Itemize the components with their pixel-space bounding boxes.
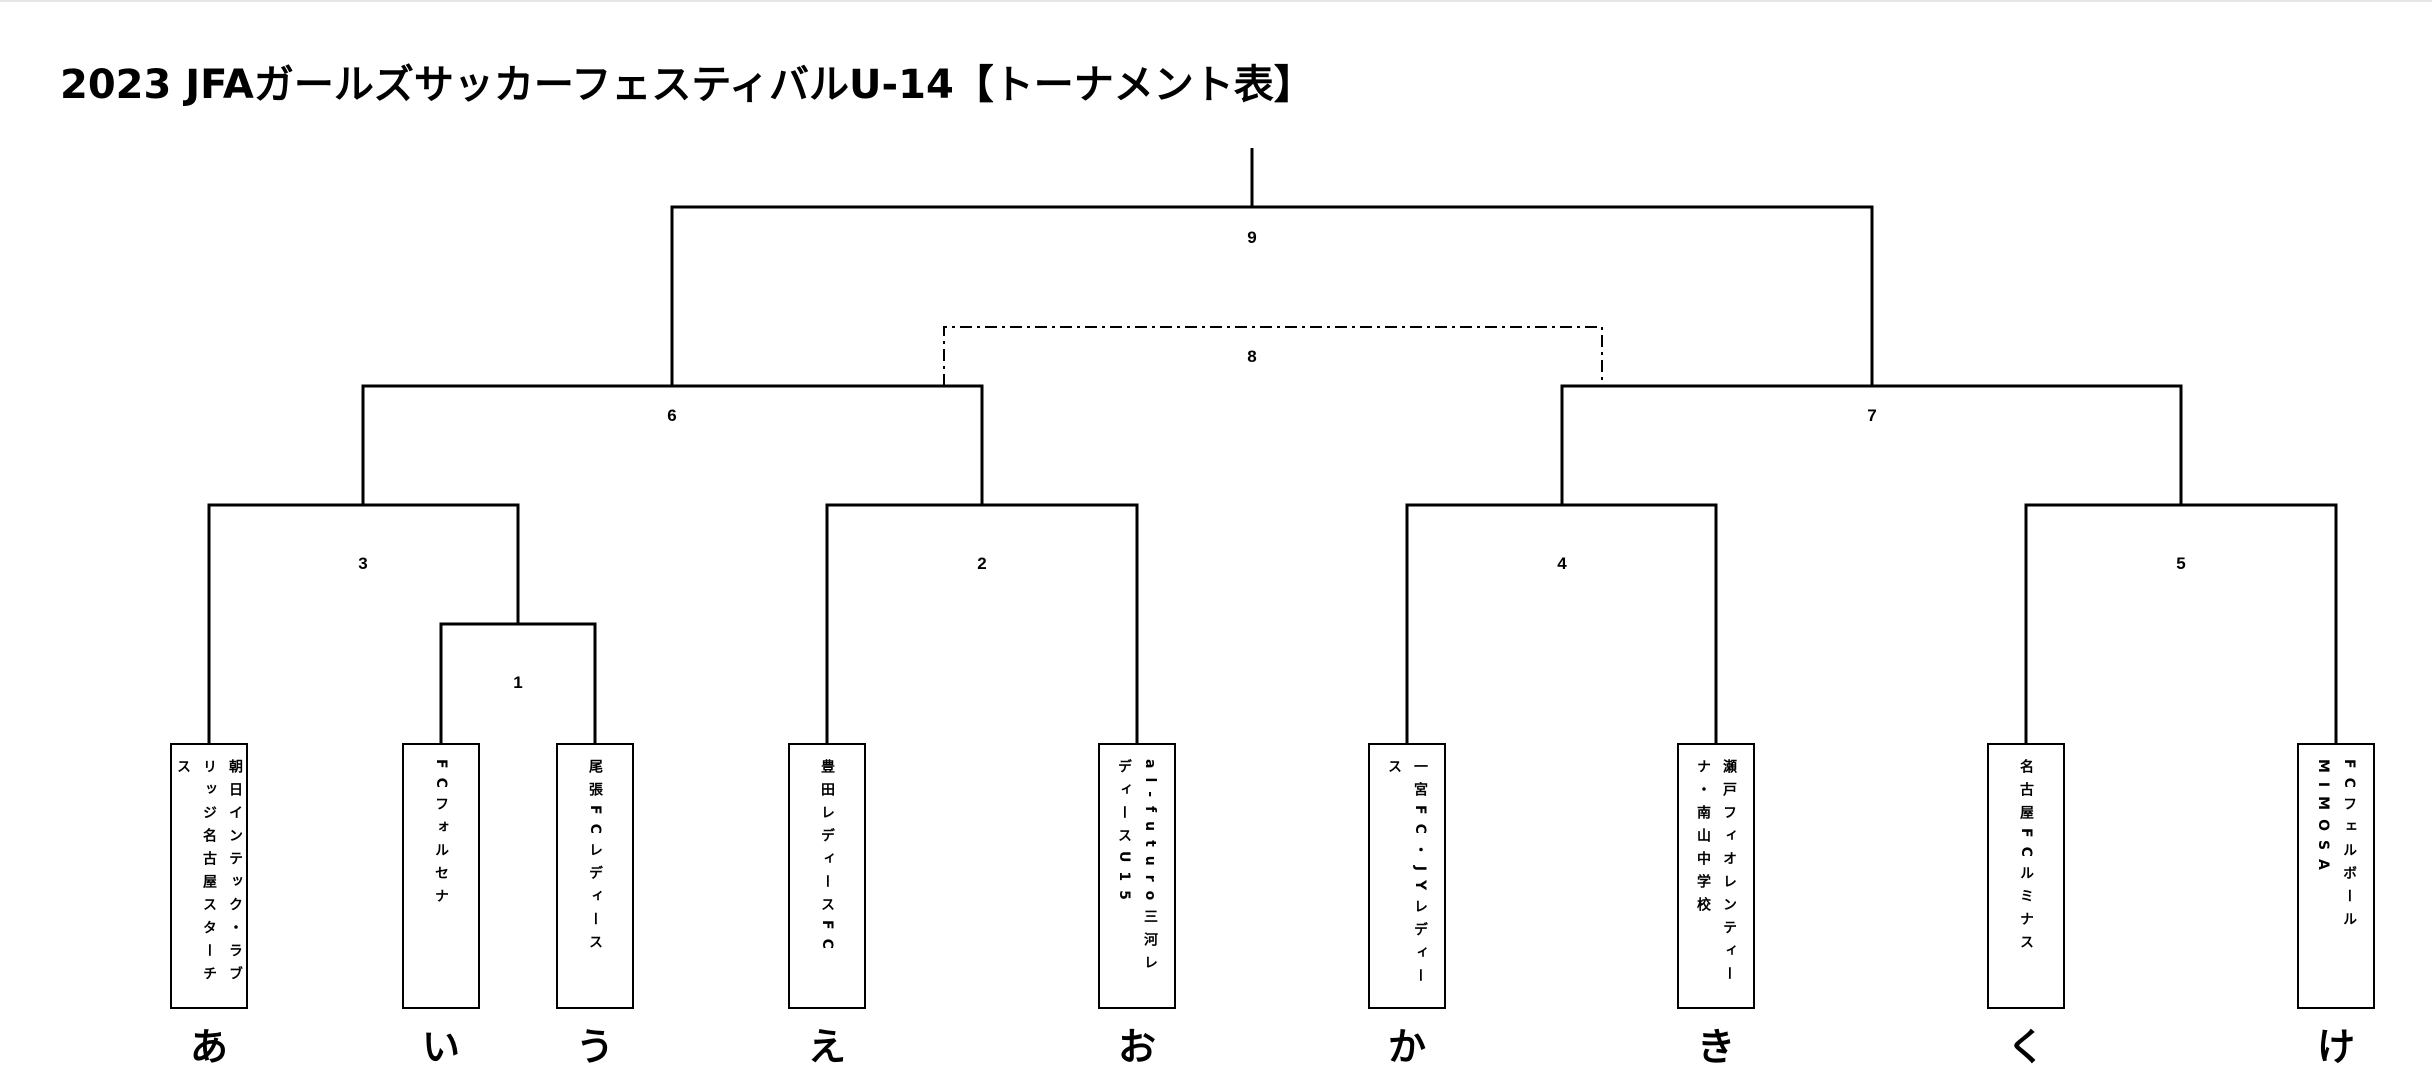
match-number-1: 1 — [513, 673, 523, 692]
team-name: al-futuro三河レディースU15 — [1116, 759, 1158, 979]
match-number-6: 6 — [667, 406, 677, 425]
slot-label-ku: く — [2006, 1025, 2046, 1069]
match-9-line — [670, 205, 1874, 386]
team-name: 朝日インテック・ラブリッジ名古屋スターチス — [175, 759, 243, 989]
match-4-line — [1405, 503, 1718, 743]
match-3-line — [207, 503, 520, 743]
match-8-line — [943, 326, 1603, 386]
team-box-ke: FCフェルボールMIMOSA — [2297, 743, 2375, 1009]
page-title: 2023 JFAガールズサッカーフェスティバルU-14【トーナメント表】 — [60, 62, 1314, 108]
match-number-7: 7 — [1867, 406, 1877, 425]
match-number-3: 3 — [358, 554, 368, 573]
match-1-line — [439, 622, 597, 743]
match-2-line — [825, 503, 1139, 743]
team-box-i: FCフォルセナ — [402, 743, 480, 1009]
match-6-line — [361, 384, 984, 505]
match-7-line — [1560, 384, 2183, 505]
team-box-ki: 瀬戸フィオレンティーナ・南山中学校 — [1677, 743, 1755, 1009]
match-number-5: 5 — [2176, 554, 2186, 573]
slot-label-u: う — [575, 1025, 615, 1069]
match-number-2: 2 — [977, 554, 987, 573]
match-number-4: 4 — [1557, 554, 1567, 573]
slot-label-e: え — [807, 1025, 847, 1069]
team-name: 瀬戸フィオレンティーナ・南山中学校 — [1695, 759, 1737, 989]
slot-label-ki: き — [1696, 1025, 1736, 1069]
slot-label-ke: け — [2316, 1025, 2356, 1069]
team-name: 豊田レディースFC — [819, 759, 835, 958]
slot-label-a: あ — [189, 1025, 229, 1069]
team-box-u: 尾張FCレディース — [556, 743, 634, 1009]
match-5-line — [2024, 503, 2338, 743]
team-box-o: al-futuro三河レディースU15 — [1098, 743, 1176, 1009]
team-name: FCフェルボールMIMOSA — [2315, 759, 2357, 935]
team-box-a: 朝日インテック・ラブリッジ名古屋スターチス — [170, 743, 248, 1009]
match-number-9: 9 — [1247, 228, 1257, 247]
slot-label-i: い — [421, 1025, 461, 1069]
team-box-e: 豊田レディースFC — [788, 743, 866, 1009]
team-name: FCフォルセナ — [433, 759, 449, 912]
slot-label-o: お — [1117, 1025, 1157, 1069]
top-border — [0, 0, 2432, 2]
team-name: 尾張FCレディース — [587, 759, 603, 958]
team-box-ku: 名古屋FCルミナス — [1987, 743, 2065, 1009]
team-name: 名古屋FCルミナス — [2018, 759, 2034, 958]
slot-label-ka: か — [1387, 1025, 1427, 1069]
team-name: 一宮FC・JYレディース — [1386, 759, 1428, 992]
team-box-ka: 一宮FC・JYレディース — [1368, 743, 1446, 1009]
match-number-8: 8 — [1247, 347, 1257, 366]
